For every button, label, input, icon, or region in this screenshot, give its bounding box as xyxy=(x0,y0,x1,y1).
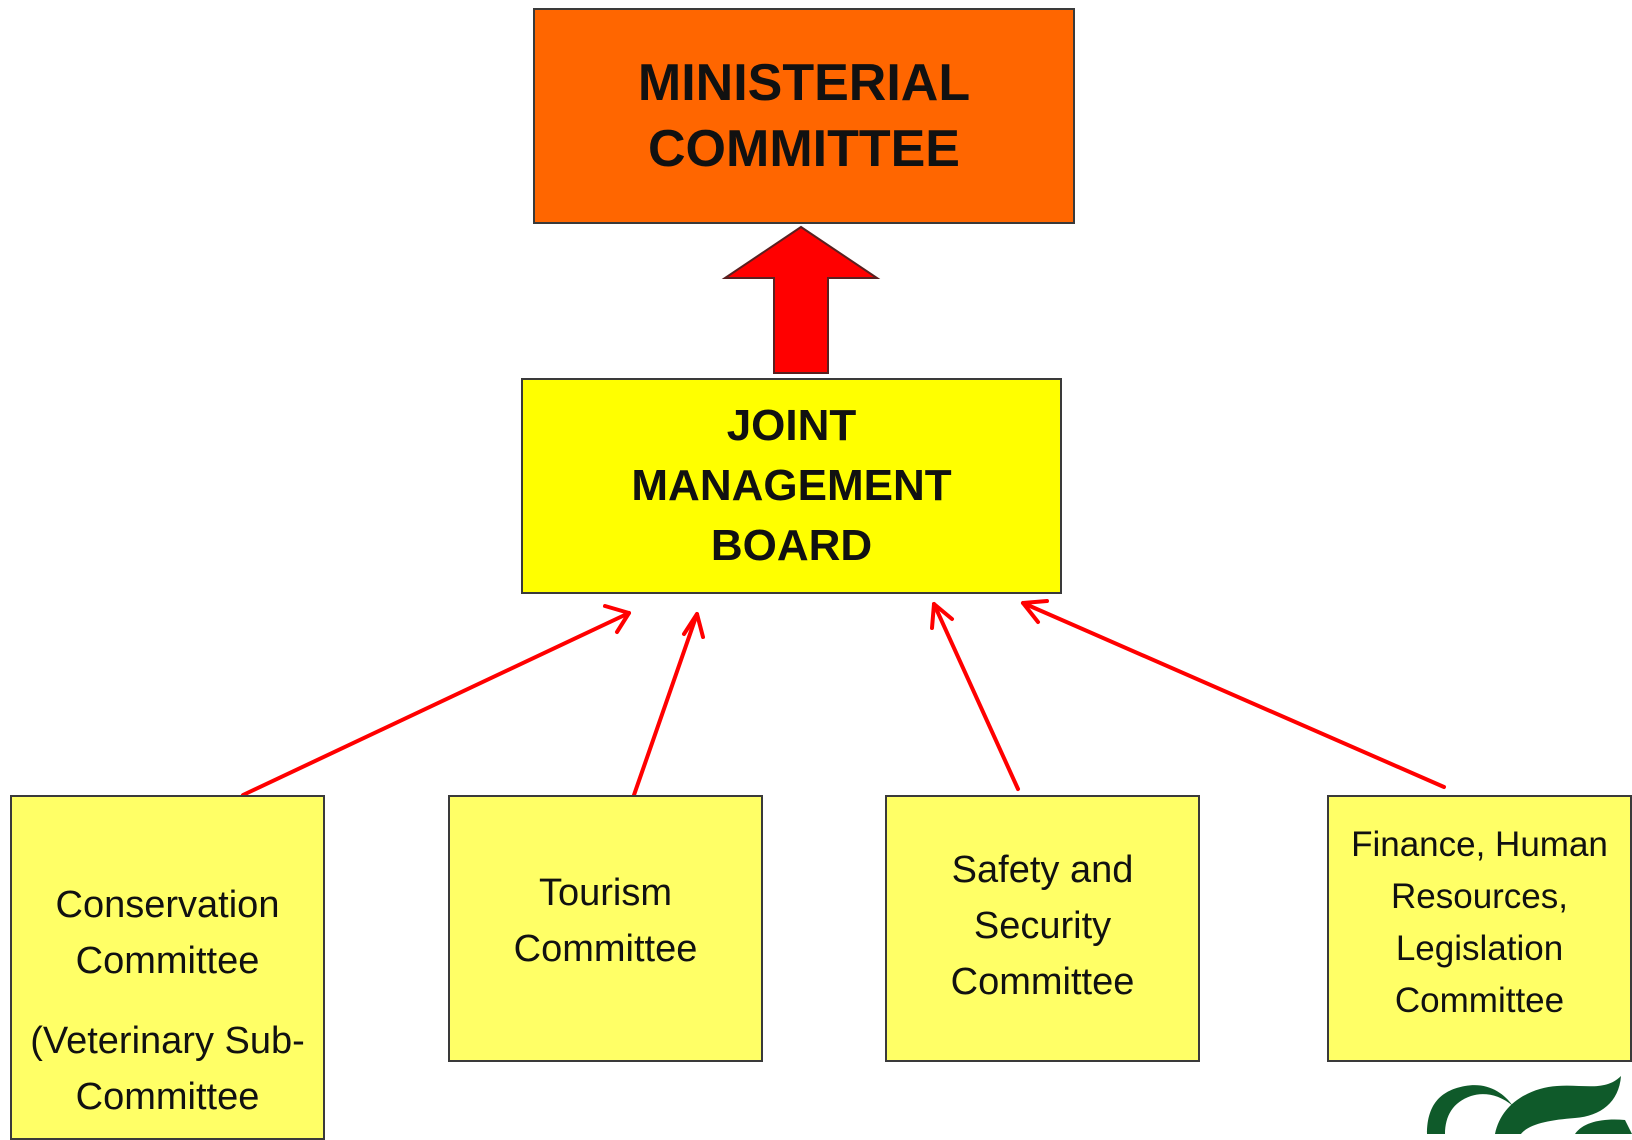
arrow-safety-to-board xyxy=(930,602,1020,791)
finance-committee-line-2: Resources, xyxy=(1390,876,1569,916)
ministerial-committee-box: MINISTERIAL COMMITTEE xyxy=(533,8,1075,224)
conservation-committee-line-1: Conservation xyxy=(55,884,280,926)
safety-committee-line-2: Security xyxy=(973,904,1112,947)
tourism-committee-box: Tourism Committee xyxy=(448,795,763,1062)
tourism-committee-line-1: Tourism xyxy=(538,871,673,914)
finance-committee-line-3: Legislation xyxy=(1395,928,1564,968)
joint-board-title-line-1: JOINT xyxy=(726,401,857,450)
ministerial-committee-title-line-2: COMMITTEE xyxy=(648,120,960,178)
arrow-finance-to-board xyxy=(1021,599,1446,789)
joint-management-board-box: JOINT MANAGEMENT BOARD xyxy=(521,378,1062,594)
arrow-tourism-to-board xyxy=(632,612,705,797)
arrow-conservation-to-board xyxy=(241,604,631,797)
joint-board-title-line-3: BOARD xyxy=(710,521,873,570)
tourism-committee-line-2: Committee xyxy=(513,927,698,970)
ministerial-committee-title-line-1: MINISTERIAL xyxy=(637,54,971,112)
safety-committee-line-3: Committee xyxy=(950,960,1135,1003)
conservation-committee-box: Conservation Committee (Veterinary Sub- … xyxy=(10,795,325,1140)
finance-hr-legislation-committee-box: Finance, Human Resources, Legislation Co… xyxy=(1327,795,1632,1062)
upward-block-arrow xyxy=(721,225,881,374)
veterinary-subcommittee-line-2: Committee xyxy=(75,1076,260,1118)
safety-security-committee-box: Safety and Security Committee xyxy=(885,795,1200,1062)
conservation-committee-line-2: Committee xyxy=(75,940,260,982)
safety-committee-line-1: Safety and xyxy=(951,848,1134,891)
veterinary-subcommittee-line-1: (Veterinary Sub- xyxy=(30,1020,305,1062)
leaf-logo-icon xyxy=(1427,1076,1632,1134)
finance-committee-line-1: Finance, Human xyxy=(1351,824,1608,864)
joint-board-title-line-2: MANAGEMENT xyxy=(631,461,952,510)
finance-committee-line-4: Committee xyxy=(1394,980,1565,1020)
